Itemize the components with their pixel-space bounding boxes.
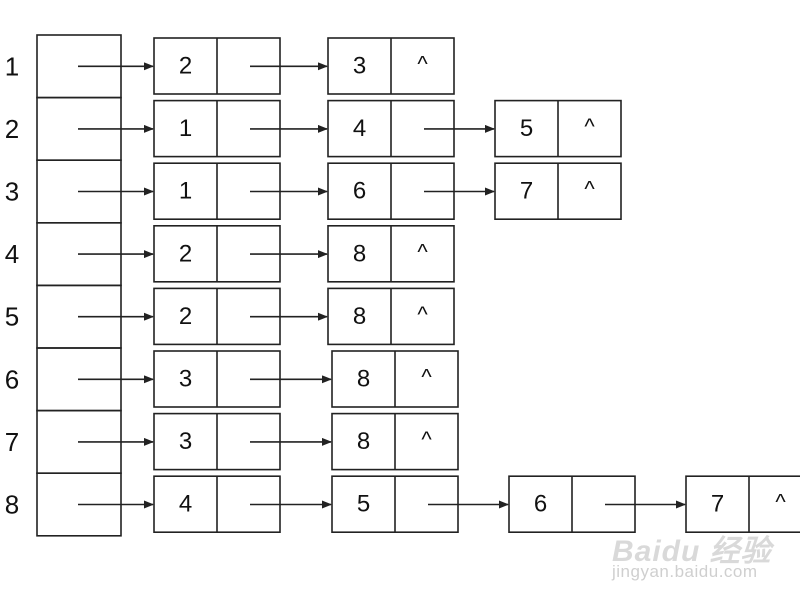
list-node: 7^ bbox=[494, 162, 622, 220]
vertex-index-label: 1 bbox=[5, 51, 19, 81]
list-node: 8^ bbox=[331, 412, 459, 471]
list-node: 3^ bbox=[327, 37, 455, 95]
node-value: 7 bbox=[711, 491, 724, 518]
null-pointer-mark: ^ bbox=[775, 490, 786, 515]
node-value: 5 bbox=[520, 115, 533, 142]
node-value: 2 bbox=[179, 53, 192, 80]
vertex-index-label: 3 bbox=[5, 177, 19, 207]
vertex-index-label: 4 bbox=[5, 239, 19, 269]
list-node: 1 bbox=[153, 162, 281, 220]
null-pointer-mark: ^ bbox=[417, 302, 428, 327]
null-pointer-mark: ^ bbox=[417, 239, 428, 264]
watermark-logo: Baidu 经验 bbox=[612, 535, 772, 568]
list-node: 8^ bbox=[327, 287, 455, 346]
node-value: 8 bbox=[357, 366, 370, 393]
null-pointer-mark: ^ bbox=[584, 114, 595, 139]
watermark-url: jingyan.baidu.com bbox=[612, 562, 758, 581]
list-node: 8^ bbox=[331, 350, 459, 408]
null-pointer-mark: ^ bbox=[417, 52, 428, 77]
list-node: 7^ bbox=[685, 475, 800, 534]
node-value: 3 bbox=[353, 53, 366, 80]
node-value: 7 bbox=[520, 178, 533, 205]
node-value: 5 bbox=[357, 491, 370, 518]
node-value: 2 bbox=[179, 303, 192, 330]
list-node: 5^ bbox=[494, 99, 622, 158]
node-value: 1 bbox=[179, 178, 192, 205]
node-value: 2 bbox=[179, 240, 192, 267]
vertex-index-label: 2 bbox=[5, 114, 19, 144]
node-value: 8 bbox=[353, 240, 366, 267]
node-value: 3 bbox=[179, 366, 192, 393]
vertex-index-label: 8 bbox=[5, 490, 19, 520]
node-value: 4 bbox=[353, 115, 366, 142]
node-value: 8 bbox=[357, 428, 370, 455]
vertex-index-label: 6 bbox=[5, 364, 19, 394]
vertex-index-label: 5 bbox=[5, 302, 19, 332]
node-value: 8 bbox=[353, 303, 366, 330]
node-value: 4 bbox=[179, 491, 192, 518]
vertex-index-label: 7 bbox=[5, 427, 19, 457]
null-pointer-mark: ^ bbox=[584, 177, 595, 202]
null-pointer-mark: ^ bbox=[421, 365, 432, 390]
node-value: 6 bbox=[353, 178, 366, 205]
list-node: 8^ bbox=[327, 225, 455, 283]
null-pointer-mark: ^ bbox=[421, 427, 432, 452]
node-value: 6 bbox=[534, 491, 547, 518]
node-value: 3 bbox=[179, 428, 192, 455]
node-value: 1 bbox=[179, 115, 192, 142]
